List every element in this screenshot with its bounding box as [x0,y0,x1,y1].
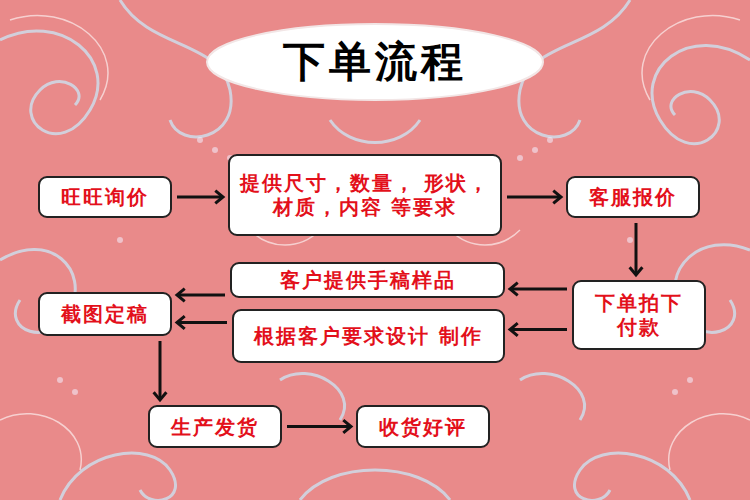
process-box: 客户提供手稿样品 [230,262,505,298]
box-text: 收货好评 [379,415,467,439]
flow-arrow [177,289,225,302]
box-text: 根据客户要求设计 制作 [254,324,483,348]
process-box: 收货好评 [356,405,490,448]
process-box: 旺旺询价 [38,176,172,218]
flow-arrow [177,316,227,329]
box-text: 生产发货 [171,415,259,439]
flow-arrow [510,283,567,296]
box-text: 旺旺询价 [61,185,149,209]
process-box: 根据客户要求设计 制作 [232,309,505,363]
flow-arrow [507,191,561,204]
flow-arrow [510,323,567,336]
box-text: 下单拍下 付款 [582,291,696,339]
process-box: 提供尺寸，数量， 形状，材质，内容 等要求 [228,154,502,236]
process-box: 下单拍下 付款 [572,280,706,350]
flow-arrow [287,420,351,433]
process-box: 生产发货 [148,405,282,448]
flow-arrow [630,223,643,275]
process-box: 截图定稿 [38,292,172,336]
box-text: 截图定稿 [61,302,149,326]
box-text: 客服报价 [589,185,677,209]
box-text: 提供尺寸，数量， 形状，材质，内容 等要求 [238,171,492,219]
diagram-title: 下单流程 [210,30,540,94]
process-box: 客服报价 [566,176,700,218]
title-ellipse [207,24,543,100]
flow-arrow [154,341,167,400]
flow-arrow [177,191,223,204]
box-text: 客户提供手稿样品 [280,268,456,292]
